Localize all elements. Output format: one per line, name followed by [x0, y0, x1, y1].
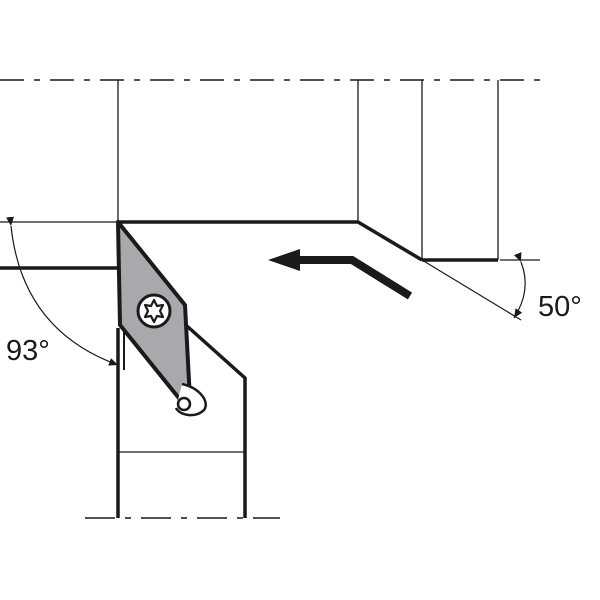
edge-angle-dimension	[421, 252, 540, 321]
approach-angle-label: 93°	[6, 335, 50, 367]
approach-angle-dimension	[6, 216, 119, 366]
holder-front-outline	[176, 316, 247, 518]
workpiece-chamfer	[357, 220, 423, 262]
edge-angle-label: 50°	[538, 291, 582, 323]
feed-arrow-icon	[268, 249, 413, 300]
edge-angle-arc	[513, 252, 526, 319]
cutting-insert	[116, 220, 207, 417]
insert-seat-pin-hole	[176, 396, 192, 412]
approach-angle-arc	[6, 216, 119, 366]
torx-screw-icon	[136, 293, 172, 329]
workpiece	[0, 79, 550, 262]
edge-angle-extension-line	[421, 259, 522, 321]
